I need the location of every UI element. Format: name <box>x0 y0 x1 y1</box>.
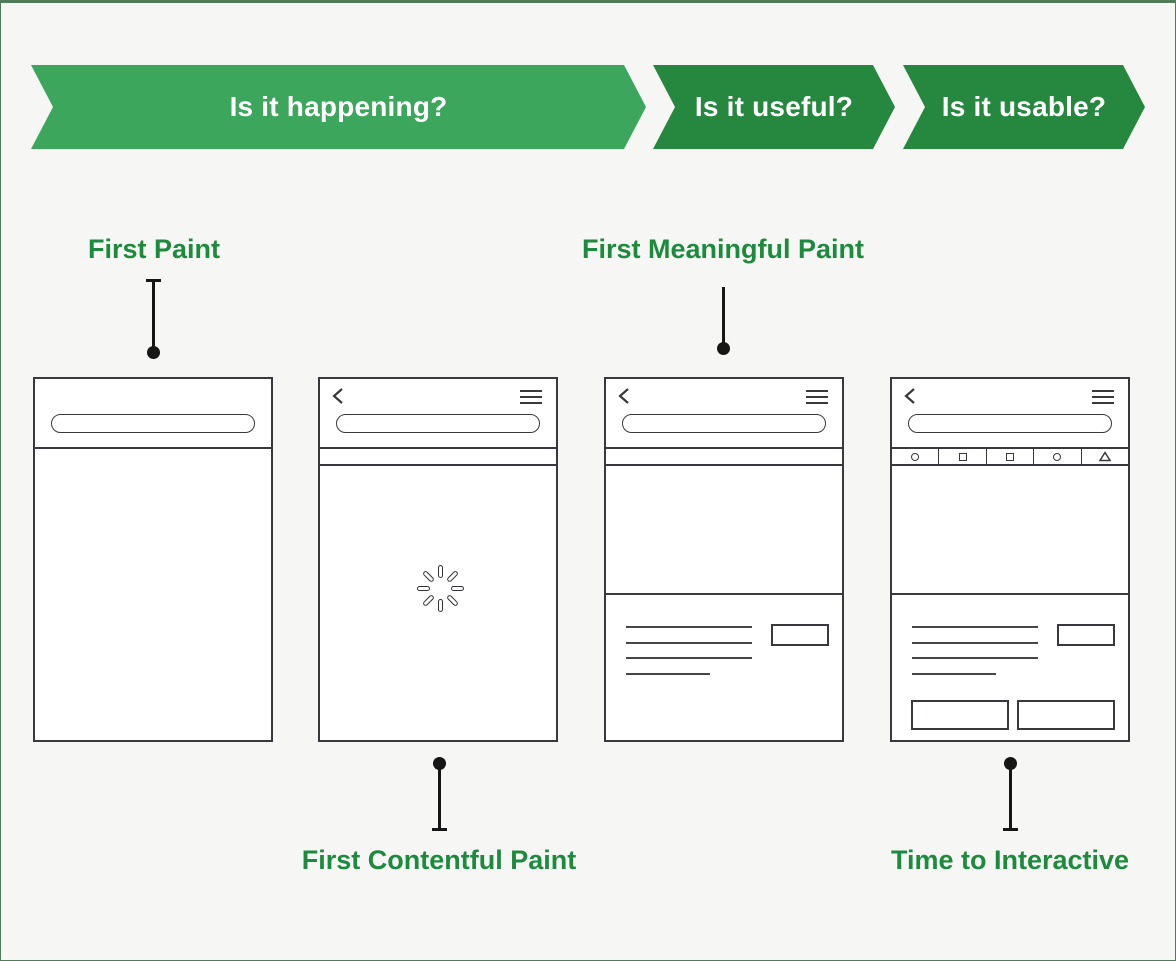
connector-line <box>437 768 441 828</box>
connector-line <box>721 287 725 344</box>
text-line <box>912 626 1038 628</box>
back-icon <box>904 388 916 404</box>
search-bar <box>622 414 826 433</box>
back-icon <box>618 388 630 404</box>
connector-cap <box>431 828 447 831</box>
menu-icon <box>520 390 542 404</box>
connector-dot <box>716 342 730 355</box>
first-meaningful-paint-phone <box>604 377 844 742</box>
toolbar-cell <box>1082 449 1128 464</box>
search-bar <box>908 414 1112 433</box>
search-bar <box>51 414 255 433</box>
banner-segment-is-it-useful: Is it useful? <box>653 65 895 149</box>
toolbar-strip <box>320 449 556 466</box>
text-line <box>626 642 752 644</box>
text-line <box>912 673 996 675</box>
first-contentful-paint-phone <box>318 377 558 742</box>
search-bar <box>336 414 540 433</box>
first-paint-connector <box>145 279 161 359</box>
wireframe-button <box>1017 700 1115 730</box>
toolbar-cell <box>892 449 940 464</box>
wireframe-button <box>771 624 829 646</box>
connector-cap <box>145 279 161 282</box>
text-line <box>626 657 752 659</box>
toolbar-cell <box>1034 449 1082 464</box>
wireframe-button <box>911 700 1009 730</box>
circle-icon <box>1053 452 1062 461</box>
wireframe-button <box>1057 624 1115 646</box>
triangle-icon <box>1098 451 1111 462</box>
text-line <box>626 673 710 675</box>
first-paint-label: First Paint <box>87 234 221 264</box>
phone-header <box>35 379 271 449</box>
connector-dot <box>432 757 446 770</box>
banner-segment-is-it-happening: Is it happening? <box>31 65 646 149</box>
first-meaningful-paint-connector <box>715 287 731 355</box>
connector-dot <box>1003 757 1017 770</box>
square-icon <box>1006 452 1015 461</box>
connector-cap <box>1002 828 1018 831</box>
toolbar-cell <box>987 449 1035 464</box>
circle-icon <box>911 452 920 461</box>
text-line <box>626 626 752 628</box>
first-paint-phone <box>33 377 273 742</box>
phone-header <box>606 379 842 449</box>
hero-block <box>892 466 1128 595</box>
first-contentful-paint-connector <box>431 757 447 831</box>
text-line <box>912 657 1038 659</box>
connector-line <box>151 282 155 348</box>
menu-icon <box>1092 390 1114 404</box>
phone-header <box>320 379 556 449</box>
toolbar-strip <box>606 449 842 466</box>
text-line <box>912 642 1038 644</box>
square-icon <box>958 452 967 461</box>
toolbar-cell <box>939 449 987 464</box>
first-contentful-paint-label: First Contentful Paint <box>301 845 577 875</box>
banner-segment-label: Is it useful? <box>694 91 854 122</box>
time-to-interactive-phone <box>890 377 1130 742</box>
connector-dot <box>146 346 160 359</box>
hero-block <box>606 466 842 595</box>
phone-header <box>892 379 1128 449</box>
time-to-interactive-label: Time to Interactive <box>890 845 1130 875</box>
menu-icon <box>806 390 828 404</box>
time-to-interactive-connector <box>1002 757 1018 831</box>
first-meaningful-paint-label: First Meaningful Paint <box>581 234 865 264</box>
connector-line <box>1008 768 1012 828</box>
banner-segment-is-it-usable: Is it usable? <box>903 65 1145 149</box>
banner-segment-label: Is it usable? <box>941 91 1107 122</box>
banner-segment-label: Is it happening? <box>229 91 448 122</box>
toolbar-icon-row <box>892 449 1128 466</box>
back-icon <box>332 388 344 404</box>
